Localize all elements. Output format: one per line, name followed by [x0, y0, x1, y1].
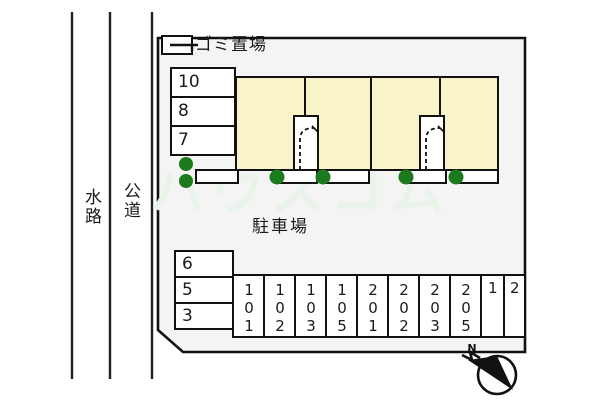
left-upper-box-label-0: 10	[178, 72, 200, 92]
left-lower-box-label-2: 3	[182, 306, 193, 326]
parking-cell-9	[503, 274, 526, 338]
parking-stall-label-102: 102	[271, 281, 289, 335]
left-lower-box-0	[174, 250, 234, 278]
left-upper-box-label-2: 7	[178, 130, 189, 150]
door-swing-arc-a	[299, 127, 315, 170]
parking-cell-0	[232, 274, 265, 338]
tree-marker	[179, 174, 193, 188]
tree-marker	[315, 169, 331, 185]
left-lower-box-label-0: 6	[182, 254, 193, 274]
entrance-alcove-b	[419, 115, 445, 171]
parking-cell-7	[449, 274, 482, 338]
parking-cell-6	[418, 274, 451, 338]
parking-stall-label-101: 101	[240, 281, 258, 335]
parking-cell-2	[294, 274, 327, 338]
corridor-label-public-road: 公道	[120, 182, 140, 220]
garbage-area-icon	[161, 35, 198, 55]
porch-strip-0	[195, 169, 239, 184]
left-upper-box-2	[170, 125, 236, 156]
parking-cell-1	[263, 274, 296, 338]
parking-stall-label-205: 205	[457, 281, 475, 335]
corridor-lines	[70, 12, 154, 379]
corridor-label-waterway: 水路	[81, 188, 101, 226]
parking-stall-cells	[232, 274, 526, 338]
parking-area-label: 駐車場	[252, 217, 309, 237]
tree-group	[179, 157, 464, 188]
left-lower-box-group	[174, 250, 234, 330]
parking-cell-4	[356, 274, 389, 338]
left-lower-box-2	[174, 302, 234, 330]
parking-stall-label-203: 203	[426, 281, 444, 335]
parking-stall-label-201: 201	[364, 281, 382, 335]
parking-stall-label-105: 105	[333, 281, 351, 335]
tree-marker	[179, 157, 193, 171]
building-unit-4	[439, 76, 499, 171]
tree-marker	[448, 169, 464, 185]
left-upper-box-0	[170, 67, 236, 98]
parking-stall-label-103: 103	[302, 281, 320, 335]
porch-strip-2	[324, 169, 370, 184]
north-arrow-compass: N	[461, 342, 518, 396]
building-block	[235, 76, 499, 171]
parking-cell-3	[325, 274, 358, 338]
parking-stall-label-202: 202	[395, 281, 413, 335]
north-label: N	[467, 342, 476, 355]
door-swing-arc-b	[425, 127, 441, 170]
left-upper-box-group	[170, 67, 236, 156]
tree-marker	[269, 169, 285, 185]
entrance-alcove-a	[293, 115, 319, 171]
left-lower-box-label-1: 5	[182, 280, 193, 300]
parking-stall-label-1: 1	[488, 279, 498, 297]
tree-marker	[398, 169, 414, 185]
parking-stall-label-2: 2	[510, 279, 520, 297]
garbage-area-label: ゴミ置場	[195, 35, 267, 55]
left-upper-box-label-1: 8	[178, 101, 189, 121]
